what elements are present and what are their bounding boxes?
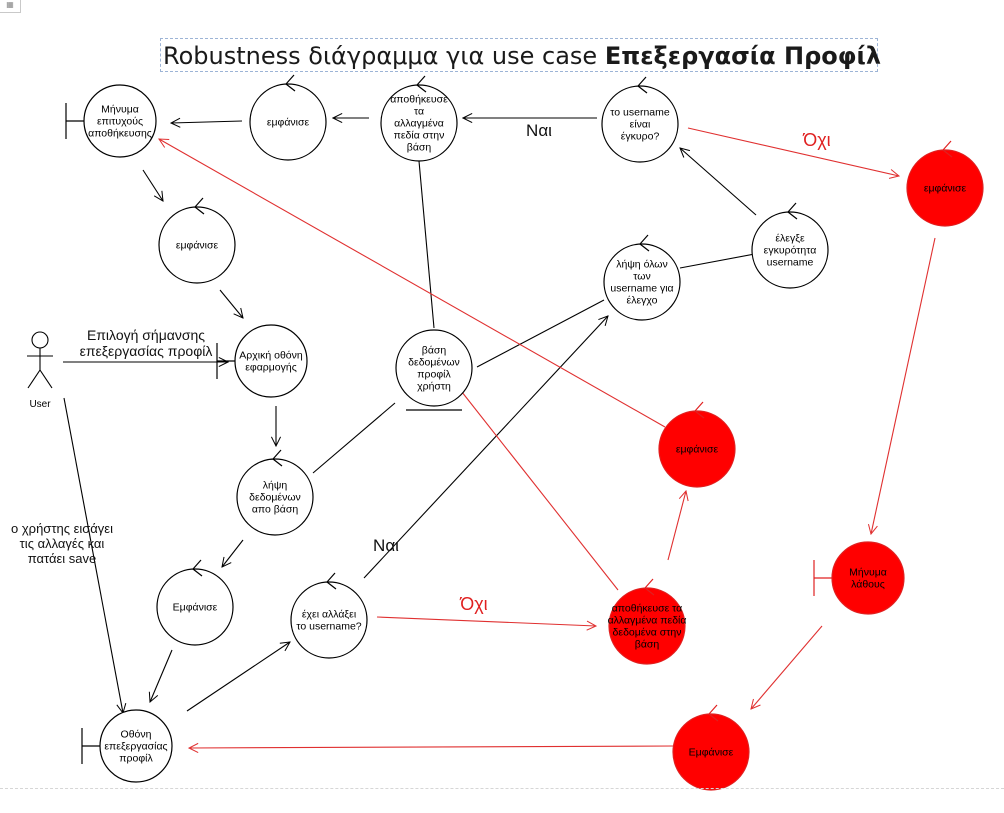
diagram-title-prefix: Robustness διάγραμμα για use case xyxy=(163,42,605,70)
edge-fetch_data-to-db xyxy=(312,402,396,474)
edge-msg_error-to-show_err_bottom xyxy=(751,625,823,709)
edge-actor-to-edit_screen xyxy=(63,397,123,713)
control-show3[interactable]: Εμφάνισε xyxy=(156,559,234,646)
edge-fetch_data-to-show3 xyxy=(222,539,244,567)
edges-layer xyxy=(63,118,936,748)
edge-username_changed-to-save_fields_red xyxy=(376,616,596,626)
node-label-show2: εμφάνισε xyxy=(176,240,219,252)
grid-icon[interactable]: ▦ xyxy=(0,0,21,13)
edge-label-username_valid-to-show_err_top: Όχι xyxy=(802,130,830,150)
diagram-title: Robustness διάγραμμα για use case Επεξερ… xyxy=(160,38,882,72)
edge-label-username_changed-to-save_fields_red: Όχι xyxy=(459,594,487,614)
edge-check_username-to-username_valid xyxy=(680,148,757,216)
edge-label-username_changed-to-get_usernames: Ναι xyxy=(373,536,399,555)
edge-save_fields-to-db xyxy=(418,160,435,329)
diagram-title-bold: Επεξεργασία Προφίλ xyxy=(604,42,882,70)
node-label-show-err-top: εμφάνισε xyxy=(924,183,967,195)
control-show2[interactable]: εμφάνισε xyxy=(158,197,236,284)
edge-db-to-save_fields_red xyxy=(457,386,619,591)
edge-db-to-get_usernames xyxy=(476,299,605,368)
control-show-err-bottom[interactable]: Εμφάνισε xyxy=(672,704,750,791)
edge-show1-to-msg_success xyxy=(171,121,243,123)
edge-get_usernames-to-check_username xyxy=(679,252,761,269)
node-label-show-err-bottom: Εμφάνισε xyxy=(689,747,734,759)
edge-edit_screen-to-username_changed xyxy=(186,642,290,712)
edge-username_changed-to-get_usernames xyxy=(363,316,608,579)
edge-show2-to-main_screen xyxy=(219,289,243,318)
edge-show_err_bottom-to-edit_screen xyxy=(189,746,675,748)
page-bottom-border xyxy=(0,788,1004,789)
actor-user[interactable]: User xyxy=(27,331,53,410)
actor-label: User xyxy=(29,399,51,410)
control-show-err-mid[interactable]: εμφάνισε xyxy=(658,401,736,488)
edge-show_err_mid-to-msg_success xyxy=(159,139,666,428)
edge-show3-to-edit_screen xyxy=(150,649,173,702)
node-label-show1: εμφάνισε xyxy=(267,117,310,129)
node-label-show-err-mid: εμφάνισε xyxy=(676,444,719,456)
edge-save_fields_red-to-show_err_mid xyxy=(667,491,686,561)
edge-show_err_top-to-msg_error xyxy=(871,237,936,534)
edge-msg_success-to-show2 xyxy=(142,169,163,201)
node-label-show3: Εμφάνισε xyxy=(173,602,218,614)
edge-username_valid-to-show_err_top xyxy=(687,127,899,176)
edge-label-username_valid-to-save_fields: Ναι xyxy=(526,121,552,140)
control-show-err-top[interactable]: εμφάνισε xyxy=(906,140,984,227)
control-show1[interactable]: εμφάνισε xyxy=(249,74,327,161)
